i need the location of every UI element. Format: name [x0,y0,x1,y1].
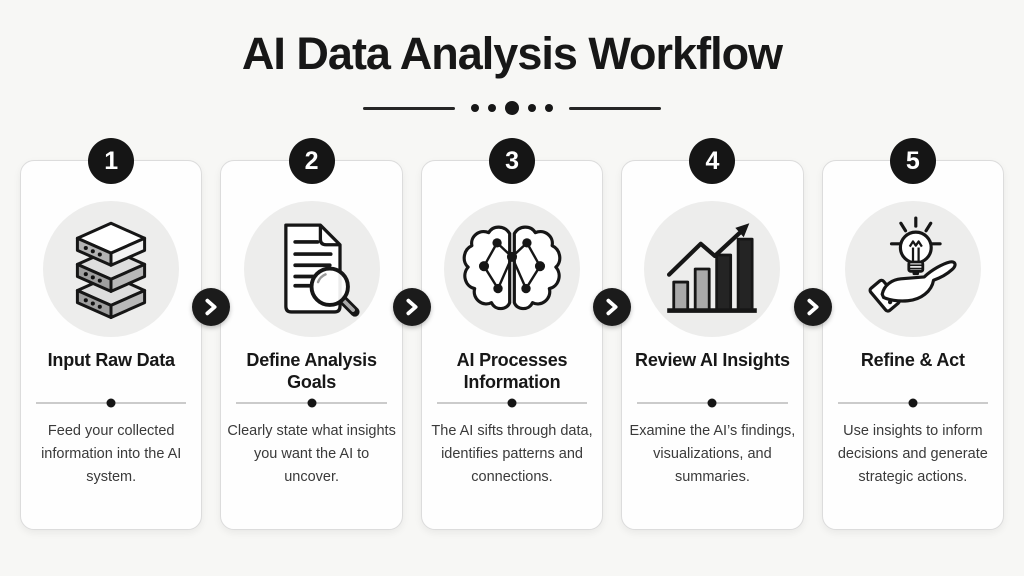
title-ornament [0,101,1024,115]
lightbulb-hand-icon [868,216,957,313]
step-icon-circle [644,201,781,337]
ornament-dot [528,104,536,112]
step-number: 4 [705,146,720,175]
bar-chart-arrow-icon [667,223,758,313]
connector-arrow [593,288,631,326]
brain-network-icon [462,225,562,311]
step-description: The AI sifts through data, identifies pa… [431,423,593,486]
step-number: 1 [104,146,119,175]
ornament-dot [471,104,479,112]
step-number: 5 [905,146,920,175]
step-divider [236,398,387,408]
step-divider [436,398,588,408]
step-description: Use insights to inform decisions and gen… [837,423,988,486]
divider-dot [507,398,517,408]
connector-arrow [794,288,832,326]
ornament-line-right [569,106,661,110]
step-card-review-ai-insights: 4 Review AI Insights Examine the AI’s fi… [621,138,804,530]
ornament-dot-large [505,101,519,115]
step-number: 2 [304,146,319,175]
chevron-right-icon [606,298,618,316]
step-title: Define Analysis Goals [246,350,377,392]
step-title: Input Raw Data [47,350,175,370]
ornament-dots [471,101,553,115]
step-icon-circle [844,201,981,337]
divider-dot [908,398,918,408]
step-title: Refine & Act [860,350,965,370]
step-divider [36,398,187,408]
step-divider [637,398,788,408]
step-icon-circle [444,201,581,337]
ornament-dot [545,104,553,112]
step-icon-circle [243,201,380,337]
step-number-badge: 2 [288,138,335,184]
connector-arrow [393,288,431,326]
step-number-badge: 4 [689,138,736,184]
connector-arrow [192,288,230,326]
step-description: Feed your collected information into the… [41,423,182,486]
step-card-define-analysis-goals: 2 Define Analysis Goals [220,138,403,530]
step-card-refine-and-act: 5 [821,138,1005,530]
step-card-ai-processes-information: 3 AI Processes Informatio [420,138,604,530]
ornament-line-left [363,106,455,110]
chevron-right-icon [406,298,418,316]
step-description: Clearly state what insights you want the… [227,423,396,486]
document-magnifier-icon [283,223,360,317]
step-divider [837,398,989,408]
divider-dot [707,398,717,408]
step-title: Review AI Insights [635,350,790,370]
step-description: Examine the AI’s findings, visualization… [629,423,796,486]
step-icon-circle [43,201,180,337]
step-number-badge: 3 [489,138,536,184]
step-card-input-raw-data: 1 [20,138,203,530]
step-title: AI Processes Information [456,350,568,392]
ornament-dot [488,104,496,112]
page-title: AI Data Analysis Workflow [241,28,783,79]
workflow-steps-row: 1 [20,138,1005,530]
chevron-right-icon [205,298,217,316]
chevron-right-icon [807,298,819,316]
divider-dot [307,398,317,408]
step-number-badge: 5 [889,138,936,184]
server-stack-icon [76,221,147,320]
step-number-badge: 1 [88,138,135,184]
divider-dot [106,398,116,408]
step-number: 3 [505,146,519,175]
